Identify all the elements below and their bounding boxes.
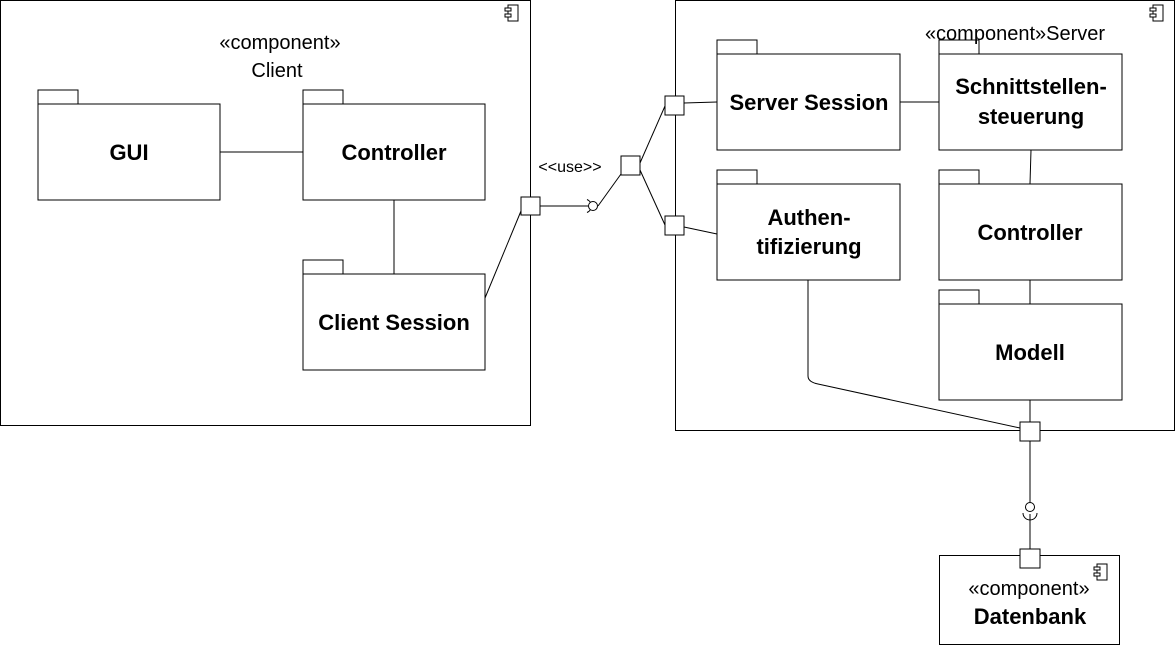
package-client-session: Client Session — [302, 259, 486, 371]
package-auth-label-line2: tifizierung — [756, 234, 861, 259]
server-auth-port — [664, 215, 685, 236]
package-modell-label: Modell — [995, 340, 1065, 365]
package-gui: GUI — [37, 89, 221, 201]
package-gui-label: GUI — [109, 140, 148, 165]
package-server-controller-label: Controller — [977, 220, 1083, 245]
database-port — [1019, 548, 1041, 569]
package-server-session: Server Session — [716, 39, 901, 151]
connector-interface-controller — [1029, 149, 1032, 185]
package-client-controller: Controller — [302, 89, 486, 201]
client-name: Client — [251, 60, 303, 82]
component-icon — [1093, 563, 1108, 581]
package-authentifizierung: Authen- tifizierung — [716, 169, 901, 281]
package-auth-label-line1: Authen- — [767, 205, 850, 230]
server-title: «component»Server — [925, 23, 1105, 45]
server-db-port — [1019, 421, 1041, 442]
package-server-controller: Controller — [938, 169, 1123, 281]
package-server-session-label: Server Session — [730, 90, 889, 115]
database-component — [939, 555, 1120, 645]
connector-port-server-session — [683, 101, 718, 104]
connector-port-session — [639, 105, 666, 164]
connector-port-auth — [639, 169, 666, 226]
package-interface-label-line2: steuerung — [978, 104, 1084, 129]
component-icon — [1149, 4, 1164, 22]
use-label: <<use>> — [538, 159, 601, 176]
provided-interface-ball — [1025, 502, 1035, 512]
server-session-port — [664, 95, 685, 116]
package-client-controller-label: Controller — [341, 140, 447, 165]
client-port — [520, 196, 541, 216]
component-icon — [504, 4, 519, 22]
package-modell: Modell — [938, 289, 1123, 401]
connector-auth-dbport — [807, 280, 1021, 429]
database-stereotype: «component» — [968, 578, 1089, 600]
package-schnittstellensteuerung: Schnittstellen- steuerung — [938, 39, 1123, 151]
delegation-port — [620, 155, 641, 176]
provided-interface-ball — [588, 201, 598, 211]
package-interface-label-line1: Schnittstellen- — [955, 74, 1107, 99]
connector-port-authentication — [683, 226, 718, 235]
database-name: Datenbank — [974, 604, 1087, 629]
interface-to-server-port — [597, 173, 622, 207]
package-client-session-label: Client Session — [318, 310, 470, 335]
client-stereotype: «component» — [219, 32, 340, 54]
connector-session-port — [484, 210, 522, 299]
